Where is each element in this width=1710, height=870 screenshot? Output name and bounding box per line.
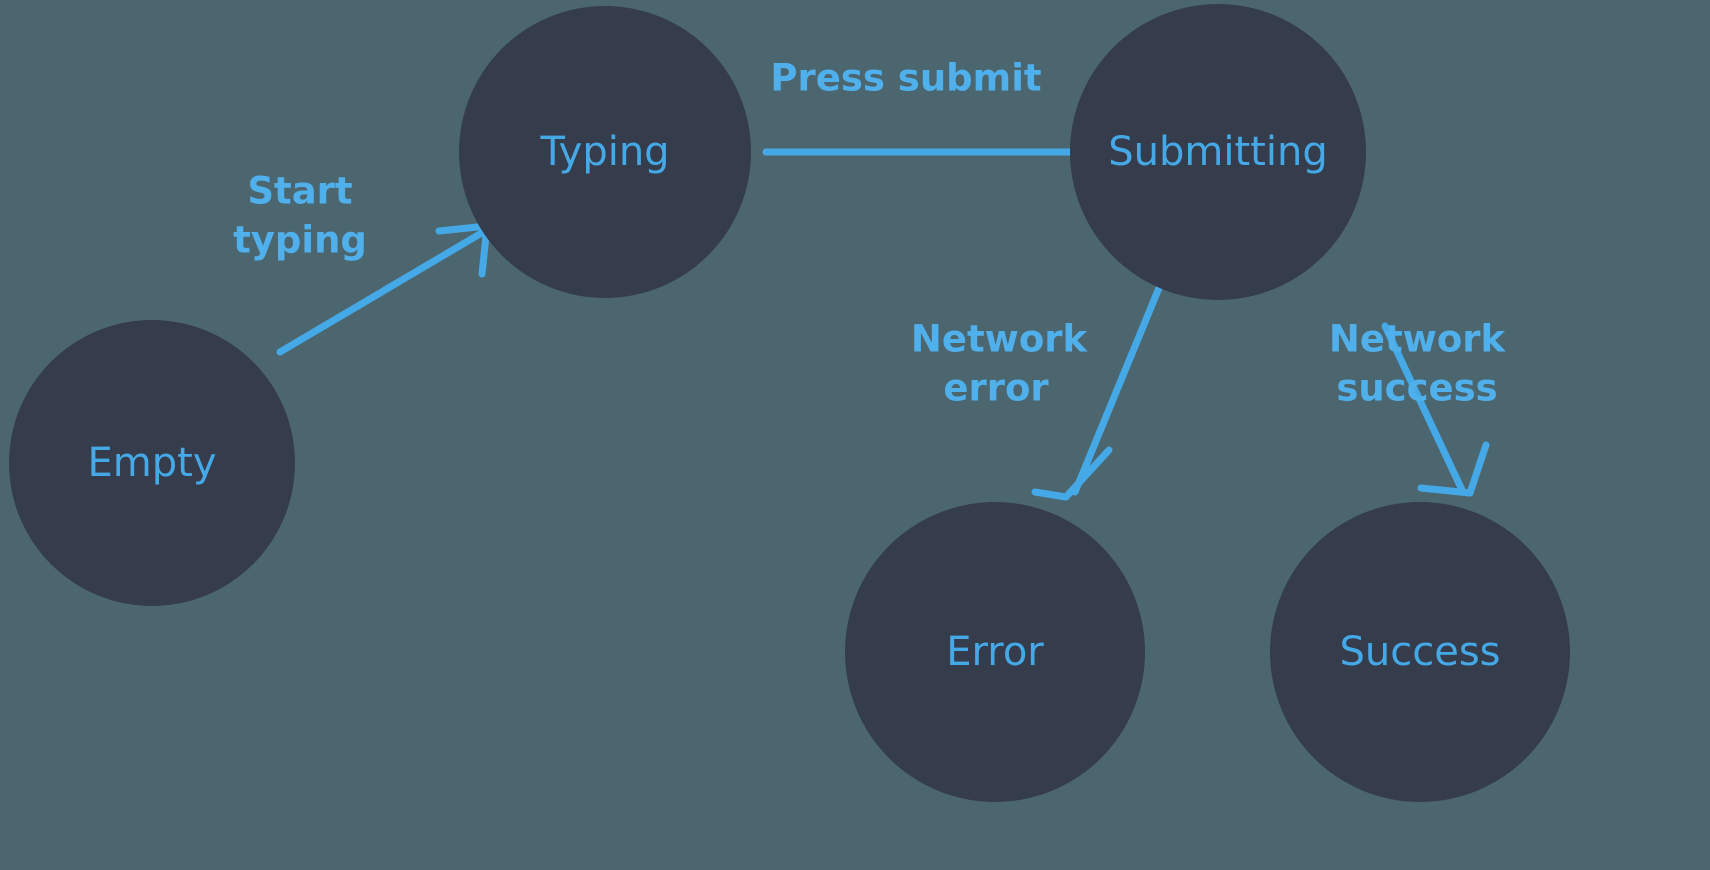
edge-label-network-success-line2: success	[1336, 367, 1497, 410]
edge-submitting-to-error-line	[1071, 284, 1163, 496]
edge-label-network-success: Network success	[1329, 318, 1507, 410]
node-typing-label: Typing	[539, 129, 669, 175]
node-success-label: Success	[1339, 629, 1500, 675]
node-submitting-circle	[1070, 4, 1366, 300]
node-error[interactable]: Error	[845, 502, 1145, 802]
edge-submitting-to-success-line	[1381, 322, 1467, 496]
node-error-circle	[845, 502, 1145, 802]
edge-label-start-typing-line1: Start	[247, 170, 352, 213]
node-submitting-label: Submitting	[1108, 129, 1327, 175]
edge-label-network-error-line1: Network	[911, 318, 1089, 361]
edge-submitting-to-success-arrowhead	[1417, 441, 1490, 497]
node-empty-label: Empty	[88, 440, 217, 486]
edge-submitting-to-success[interactable]	[1381, 322, 1490, 497]
edge-label-start-typing: Start typing	[233, 170, 367, 262]
node-empty-circle	[9, 320, 295, 606]
node-typing-circle	[459, 6, 751, 298]
node-error-label: Error	[946, 629, 1044, 675]
node-submitting[interactable]: Submitting	[1070, 4, 1366, 300]
edge-label-network-error: Network error	[911, 318, 1089, 410]
edge-label-network-error-line2: error	[943, 367, 1049, 410]
edge-label-start-typing-line2: typing	[233, 219, 367, 262]
node-typing[interactable]: Typing	[459, 6, 751, 298]
edge-label-network-success-line1: Network	[1329, 318, 1507, 361]
node-success[interactable]: Success	[1270, 502, 1570, 802]
node-success-circle	[1270, 502, 1570, 802]
node-empty[interactable]: Empty	[9, 320, 295, 606]
edge-submitting-to-error[interactable]	[1031, 284, 1163, 501]
edge-empty-to-typing-line	[276, 224, 494, 356]
edge-submitting-to-error-arrowhead	[1031, 446, 1113, 501]
edge-label-press-submit: Press submit	[770, 57, 1041, 100]
edge-label-press-submit-line1: Press submit	[770, 57, 1041, 100]
